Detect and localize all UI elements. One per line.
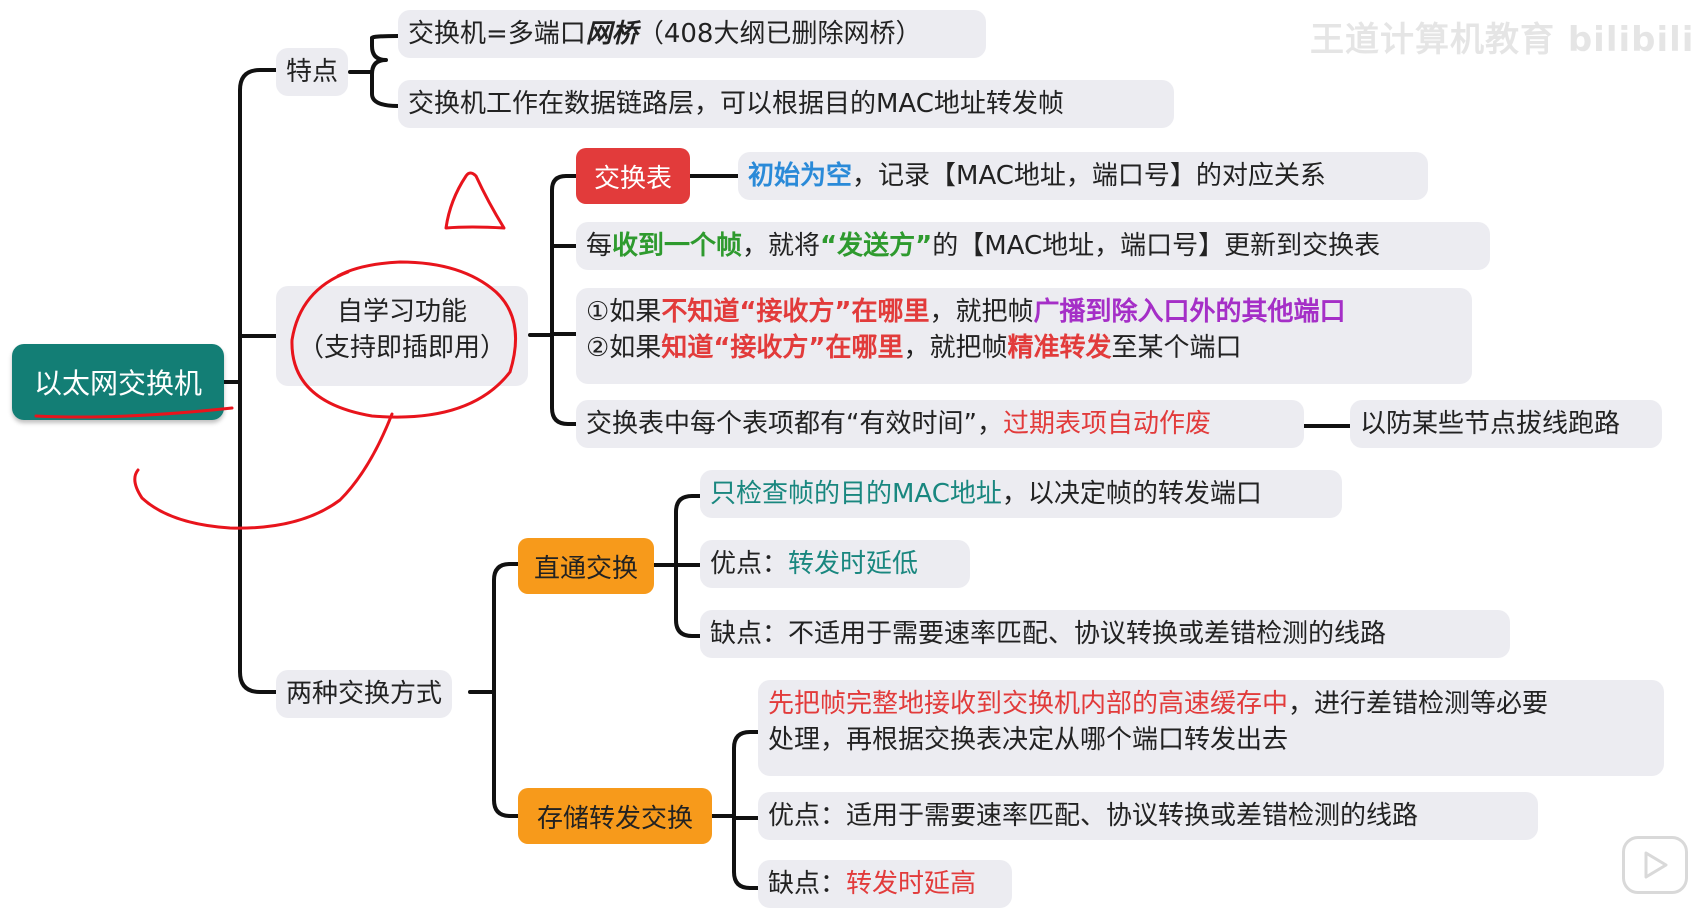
selflearn-update-rule: 每收到一个帧，就将“发送方”的【MAC地址，端口号】更新到交换表 — [576, 222, 1490, 270]
store-forward-desc-red: 先把帧完整地接收到交换机内部的高速缓存中 — [768, 689, 1289, 719]
play-icon — [1644, 851, 1668, 879]
store-forward-desc-line1: 先把帧完整地接收到交换机内部的高速缓存中，进行差错检测等必要 — [768, 686, 1654, 722]
features-line1-suffix: （408大纲已删除网桥） — [637, 19, 922, 49]
root-label: 以太网交换机 — [33, 367, 202, 400]
cut-through-pro-value: 转发时延低 — [788, 549, 919, 579]
store-forward-con-value: 转发时延高 — [846, 869, 977, 899]
rule1-purple: 广播到除入口外的其他端口 — [1033, 297, 1346, 327]
watermark: 王道计算机教育 bilibili — [1310, 20, 1695, 60]
store-forward-pro-prefix: 优点： — [768, 801, 847, 831]
annotation-circle — [290, 260, 517, 419]
selflearn-forward-rules: ①如果不知道“接收方”在哪里，就把帧广播到除入口外的其他端口 ②如果知道“接收方… — [576, 288, 1472, 384]
store-forward-desc-rest: ，进行差错检测等必要 — [1288, 689, 1549, 719]
table-desc-highlight: 初始为空 — [748, 161, 853, 191]
expire-red: 过期表项自动作废 — [1002, 409, 1211, 439]
rule1-text-1: ①如果 — [586, 297, 662, 327]
switch-table-node: 交换表 — [576, 148, 690, 204]
cut-through-label: 直通交换 — [533, 553, 638, 584]
store-forward-label: 存储转发交换 — [536, 803, 693, 834]
cut-through-con-prefix: 缺点： — [710, 619, 789, 649]
cut-through-pro-prefix: 优点： — [710, 549, 789, 579]
cut-through-con-value: 不适用于需要速率匹配、协议转换或差错检测的线路 — [788, 619, 1387, 649]
selflearn-expire-reason: 以防某些节点拔线跑路 — [1350, 400, 1662, 448]
switch-table-desc: 初始为空，记录【MAC地址，端口号】的对应关系 — [738, 152, 1428, 200]
update-green-2: “发送方” — [820, 231, 933, 261]
store-forward-pro-value: 适用于需要速率匹配、协议转换或差错检测的线路 — [846, 801, 1419, 831]
store-forward-node: 存储转发交换 — [518, 788, 712, 844]
annotation-triangle — [444, 171, 506, 230]
play-button[interactable] — [1622, 836, 1688, 894]
update-text-1: 每 — [586, 231, 613, 261]
rule2-text-2: ，就把帧 — [903, 333, 1008, 363]
switch-table-label: 交换表 — [593, 163, 672, 194]
store-forward-desc: 先把帧完整地接收到交换机内部的高速缓存中，进行差错检测等必要 处理，再根据交换表… — [758, 680, 1664, 776]
rule2-text-3: 至某个端口 — [1111, 333, 1242, 363]
modes-node: 两种交换方式 — [276, 670, 453, 718]
cut-through-desc-rest: ，以决定帧的转发端口 — [1001, 479, 1262, 509]
store-forward-desc-line2: 处理，再根据交换表决定从哪个端口转发出去 — [768, 725, 1289, 755]
update-green-1: 收到一个帧 — [612, 231, 743, 261]
cut-through-pro: 优点：转发时延低 — [700, 540, 970, 588]
selflearn-label-line2: （支持即插即用） — [297, 333, 506, 363]
update-text-2: ，就将 — [742, 231, 821, 261]
update-text-3: 的【MAC地址，端口号】更新到交换表 — [932, 231, 1381, 261]
cut-through-node: 直通交换 — [518, 538, 654, 594]
store-forward-con-prefix: 缺点： — [768, 869, 847, 899]
root-node: 以太网交换机 — [12, 344, 224, 420]
expire-reason-text: 以防某些节点拔线跑路 — [1360, 409, 1621, 439]
cut-through-desc: 只检查帧的目的MAC地址，以决定帧的转发端口 — [700, 470, 1342, 518]
table-desc-rest: ，记录【MAC地址，端口号】的对应关系 — [852, 161, 1326, 191]
modes-label: 两种交换方式 — [286, 679, 443, 709]
selflearn-expire: 交换表中每个表项都有“有效时间”，过期表项自动作废 — [576, 400, 1304, 448]
rule1-text-2: ，就把帧 — [929, 297, 1034, 327]
features-datalink: 交换机工作在数据链路层，可以根据目的MAC地址转发帧 — [398, 80, 1174, 128]
cut-through-desc-teal: 只检查帧的目的MAC地址 — [710, 479, 1002, 509]
selflearn-label-line1: 自学习功能 — [336, 297, 467, 327]
cut-through-con: 缺点：不适用于需要速率匹配、协议转换或差错检测的线路 — [700, 610, 1510, 658]
features-line1-bridge: 网桥 — [585, 19, 638, 49]
rule2-text-1: ②如果 — [586, 333, 662, 363]
selflearn-node: 自学习功能 （支持即插即用） — [276, 286, 528, 386]
rule2-red-2: 精准转发 — [1007, 333, 1112, 363]
features-node: 特点 — [276, 48, 349, 96]
features-label: 特点 — [286, 57, 339, 87]
forward-rule-2: ②如果知道“接收方”在哪里，就把帧精准转发至某个端口 — [586, 330, 1462, 366]
features-line1-prefix: 交换机=多端口 — [408, 19, 586, 49]
annotation-tail — [133, 412, 394, 530]
forward-rule-1: ①如果不知道“接收方”在哪里，就把帧广播到除入口外的其他端口 — [586, 294, 1462, 330]
expire-text: 交换表中每个表项都有“有效时间”， — [586, 409, 1003, 439]
rule1-red: 不知道“接收方”在哪里 — [661, 297, 930, 327]
rule2-red-1: 知道“接收方”在哪里 — [661, 333, 904, 363]
features-line2: 交换机工作在数据链路层，可以根据目的MAC地址转发帧 — [408, 89, 1064, 119]
store-forward-con: 缺点：转发时延高 — [758, 860, 1012, 908]
annotation-underline — [34, 406, 234, 419]
store-forward-pro: 优点：适用于需要速率匹配、协议转换或差错检测的线路 — [758, 792, 1538, 840]
features-switch-bridge: 交换机=多端口网桥（408大纲已删除网桥） — [398, 10, 986, 58]
